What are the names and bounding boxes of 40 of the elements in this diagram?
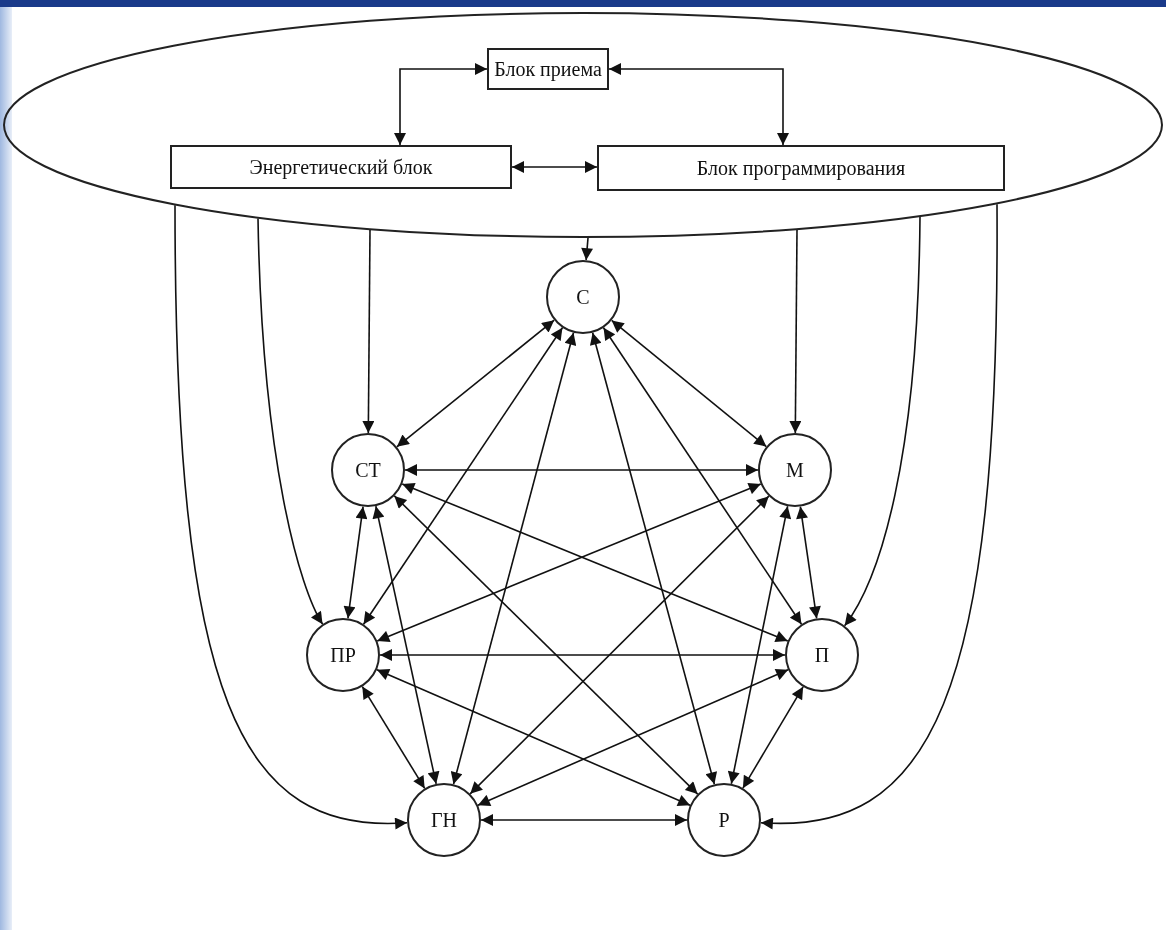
ellipse-outline (3, 12, 1163, 238)
arrow (511, 161, 598, 173)
arrow (796, 505, 821, 620)
block-box: Блок приема (487, 48, 609, 90)
element-circle: ГН (407, 783, 481, 857)
arrow (362, 229, 375, 434)
arrow (376, 668, 691, 807)
arrow (843, 216, 921, 627)
arrow (760, 203, 998, 829)
element-circle: ПР (306, 618, 380, 692)
arrow (742, 686, 804, 789)
arrow (610, 319, 768, 448)
arrow (581, 237, 594, 261)
arrow (789, 229, 802, 434)
arrow (477, 669, 789, 806)
arrow (361, 685, 426, 790)
arrow (608, 63, 789, 146)
element-circle: СТ (331, 433, 405, 507)
arrow (404, 464, 759, 476)
arrow (174, 204, 408, 829)
arrow (257, 217, 324, 625)
arrow (372, 505, 440, 785)
arrow (379, 649, 786, 661)
arrow (362, 326, 564, 626)
arrow (589, 331, 718, 786)
block-box: Блок программирования (597, 145, 1005, 191)
arrow (396, 319, 555, 448)
arrow (480, 814, 688, 826)
element-circle: М (758, 433, 832, 507)
arrow (393, 495, 699, 795)
arrow (450, 331, 577, 786)
element-circle: С (546, 260, 620, 334)
arrow (394, 63, 488, 146)
block-box: Энергетический блок (170, 145, 512, 189)
element-circle: П (785, 618, 859, 692)
arrow (343, 505, 368, 620)
arrow (727, 505, 792, 785)
element-circle: Р (687, 783, 761, 857)
arrow (469, 495, 770, 795)
arrow (602, 326, 803, 626)
